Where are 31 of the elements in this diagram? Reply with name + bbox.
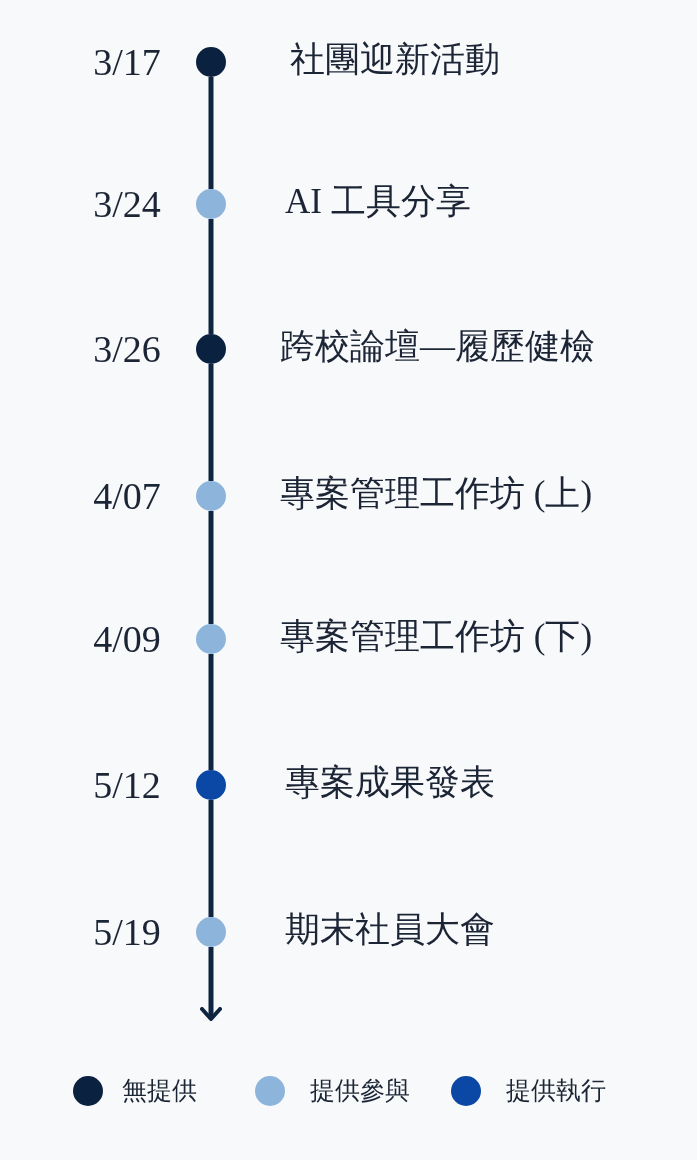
timeline-line [208, 77, 214, 189]
timeline-dot [196, 47, 226, 77]
event-title: 專案成果發表 [285, 762, 495, 804]
date-label: 5/12 [92, 763, 162, 807]
event-title: 期末社員大會 [285, 909, 495, 951]
legend-label: 無提供 [122, 1076, 197, 1106]
event-title: AI 工具分享 [285, 181, 471, 223]
date-label: 3/26 [92, 327, 162, 371]
timeline-dot [196, 917, 226, 947]
event-title: 社團迎新活動 [290, 39, 500, 81]
event-title: 專案管理工作坊 (上) [280, 473, 593, 515]
timeline-line [208, 364, 214, 481]
timeline-dot [196, 189, 226, 219]
timeline-dot [196, 334, 226, 364]
timeline-line [208, 511, 214, 624]
legend-label: 提供執行 [506, 1076, 606, 1106]
event-title: 跨校論壇—履歷健檢 [280, 326, 595, 368]
legend-label: 提供參與 [310, 1076, 410, 1106]
event-title: 專案管理工作坊 (下) [280, 616, 593, 658]
date-label: 3/24 [92, 182, 162, 226]
timeline-dot [196, 624, 226, 654]
date-label: 4/07 [92, 474, 162, 518]
date-label: 4/09 [92, 617, 162, 661]
timeline-line [208, 654, 214, 770]
date-label: 3/17 [92, 40, 162, 84]
arrow [200, 947, 222, 1021]
timeline-line [208, 800, 214, 917]
timeline-dot [196, 481, 226, 511]
date-label: 5/19 [92, 910, 162, 954]
timeline-dot [196, 770, 226, 800]
timeline-line [208, 219, 214, 334]
